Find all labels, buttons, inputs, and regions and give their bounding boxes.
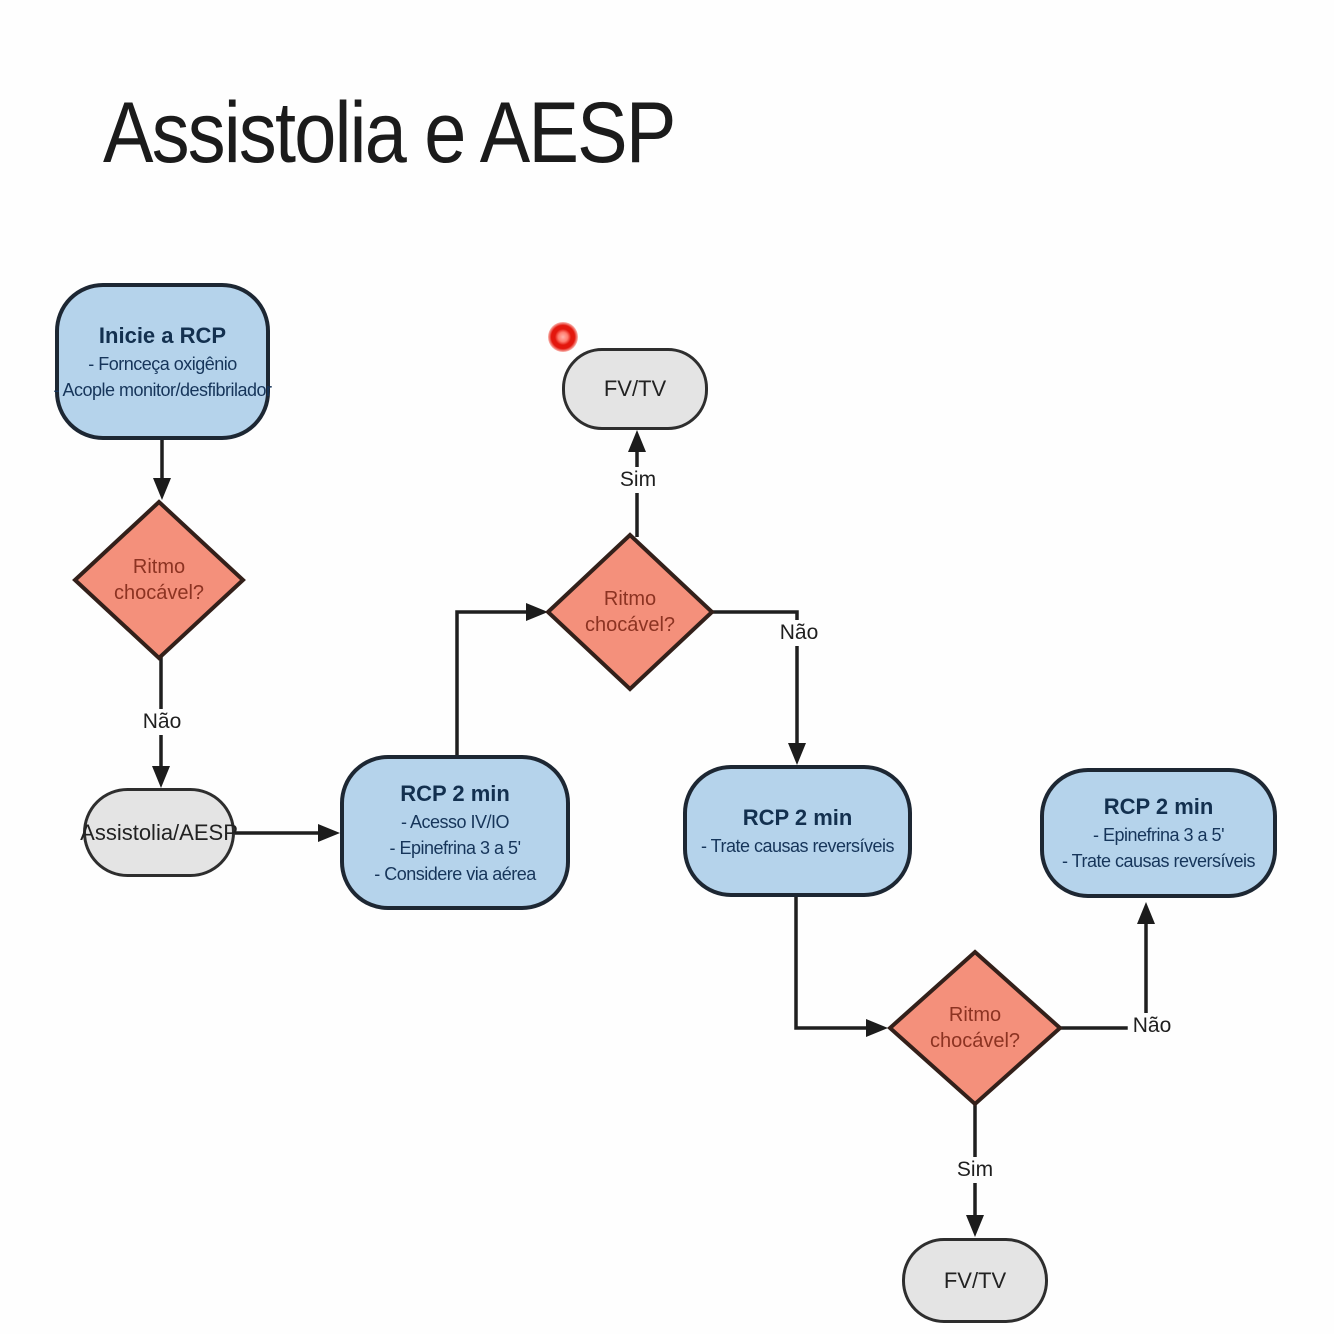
node-fvtv-bottom: FV/TV [902,1238,1048,1323]
node-fvtv-bottom-label: FV/TV [943,1267,1007,1293]
node-rcp-middle: RCP 2 min - Trate causas reversíveis [683,765,912,897]
arrowhead-right-rcp-left [318,824,340,842]
node-assistolia-label: Assistolia/AESP [80,819,238,845]
node-fvtv-top: FV/TV [562,348,708,430]
arrowhead-down-rcp-middle [788,743,806,765]
arrowhead-down-assistolia [152,766,170,788]
node-rcp-middle-item: - Trate causas reversíveis [700,836,895,856]
edge-decision2-to-rcp-middle [710,610,799,746]
node-start-heading: Inicie a RCP [98,322,227,348]
decision2-shape [545,532,715,692]
edge-label-sim-top: Sim [614,467,662,493]
laser-pointer-dot [548,322,578,352]
arrowhead-down-decision1 [153,478,171,500]
edge-rcp-left-to-decision2 [455,610,529,757]
node-rcp-right-item: - Epinefrina 3 a 5' [1092,825,1225,845]
edge-label-sim-bottom: Sim [951,1157,999,1183]
node-rcp-right-heading: RCP 2 min [1103,794,1214,819]
node-rcp-left: RCP 2 min - Acesso IV/IO - Epinefrina 3 … [340,755,570,910]
node-rcp-left-item: - Epinefrina 3 a 5' [389,837,521,858]
node-rcp-left-item: - Acesso IV/IO [400,811,510,832]
decision3-shape [886,949,1064,1107]
arrowhead-right-decision3 [866,1019,888,1037]
node-start-rcp: Inicie a RCP - Fornceça oxigênio - Acopl… [53,283,272,440]
node-rcp-right: RCP 2 min - Epinefrina 3 a 5' - Trate ca… [1040,768,1277,898]
node-rcp-left-heading: RCP 2 min [400,780,510,806]
node-rcp-middle-heading: RCP 2 min [742,805,853,830]
arrowhead-up-fvtv-top [628,430,646,452]
arrowhead-down-fvtv-bottom [966,1215,984,1237]
arrowhead-up-rcp-right [1137,902,1155,924]
node-start-item: - Acople monitor/desfibrilador [53,379,272,400]
arrowhead-right-decision2 [526,603,548,621]
edge-label-nao-3: Não [1127,1013,1177,1039]
page-title: Assistolia e AESP [103,85,676,181]
decision1-shape [72,499,246,661]
node-rcp-left-item: - Considere via aérea [374,863,536,884]
node-fvtv-top-label: FV/TV [603,376,667,401]
edge-label-nao-1: Não [137,709,187,735]
edge-decision3-to-rcp-right [1058,921,1148,1030]
node-start-item: - Fornceça oxigênio [88,353,237,374]
node-rcp-right-item: - Trate causas reversíveis [1061,851,1256,871]
edge-label-nao-2: Não [774,620,824,646]
edge-rcp-middle-to-decision3 [794,895,869,1030]
node-assistolia: Assistolia/AESP [80,788,238,877]
